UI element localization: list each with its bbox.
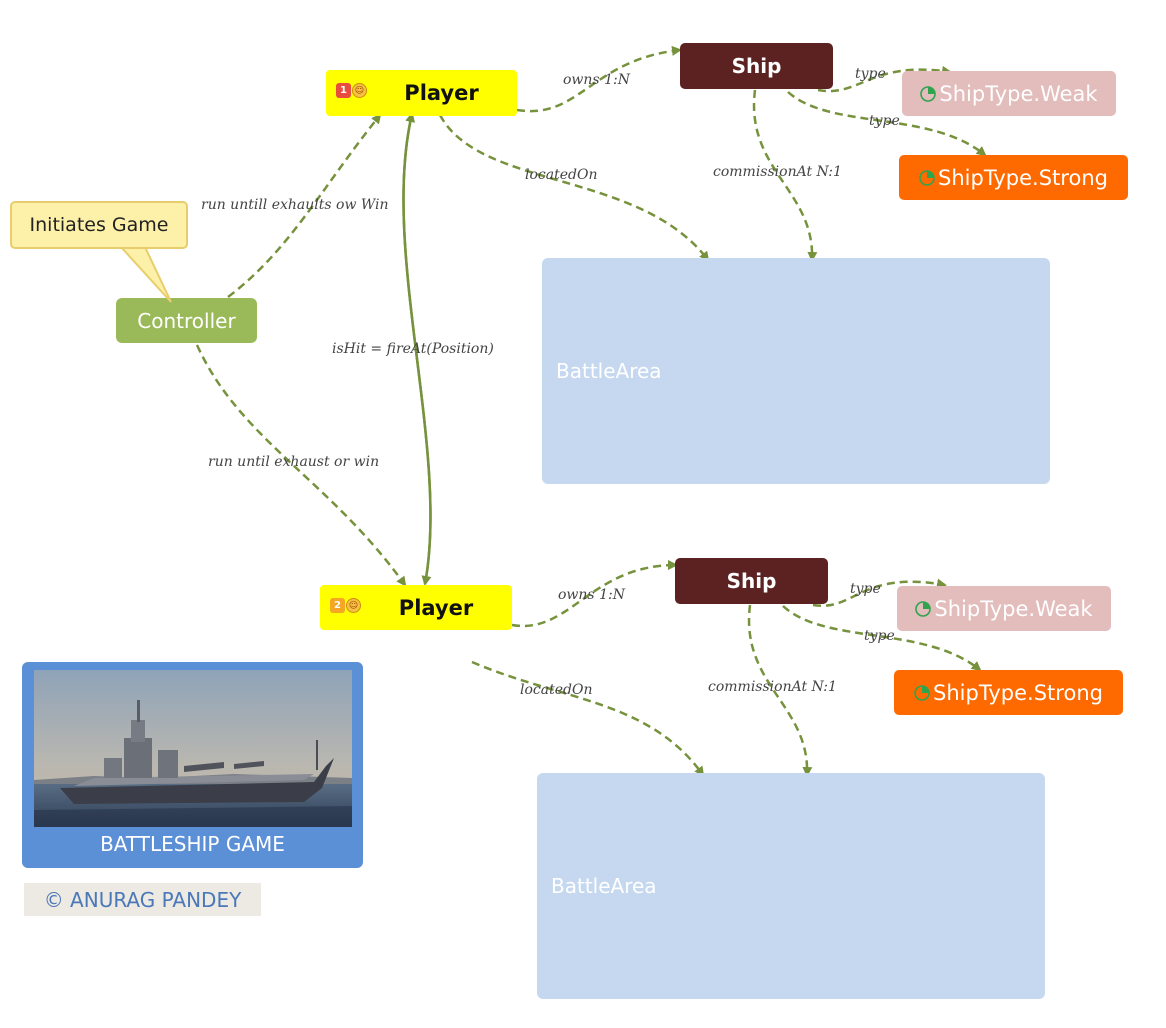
edge-label-type-1a: type: [855, 66, 886, 82]
edge-label-owns-1: owns 1:N: [563, 72, 630, 88]
ship-2-label: Ship: [726, 569, 777, 593]
edge-ship2-area-commission: [747, 604, 813, 777]
copyright-label: © ANURAG PANDEY: [24, 883, 261, 916]
pie-progress-icon: [914, 684, 930, 701]
battle-area-1-label: BattleArea: [556, 359, 662, 383]
edge-ship2-strong-type: [782, 605, 982, 672]
shiptype-weak-2-node[interactable]: ShipType.Weak: [897, 586, 1111, 631]
shiptype-strong-1-node[interactable]: ShipType.Strong: [899, 155, 1128, 200]
edge-label-type-2a: type: [850, 581, 881, 597]
battle-area-2[interactable]: BattleArea: [537, 773, 1045, 999]
player-2-number-badge: 2: [330, 598, 345, 613]
edge-ship1-area-commission: [752, 89, 818, 262]
edge-label-run-exhaust: run until exhaust or win: [208, 454, 380, 470]
player-2-node[interactable]: 2 ☺ Player: [320, 585, 512, 630]
ship-1-node[interactable]: Ship: [680, 43, 833, 89]
edge-label-owns-2: owns 1:N: [558, 587, 625, 603]
shiptype-weak-2-label: ShipType.Weak: [934, 596, 1093, 621]
shiptype-strong-1-label: ShipType.Strong: [938, 165, 1108, 190]
edge-label-located-1: locatedOn: [525, 167, 598, 183]
pie-progress-icon: [920, 85, 937, 102]
edge-player2-ship2-owns: [511, 560, 678, 628]
battleship-photo: [34, 670, 352, 827]
controller-label: Controller: [137, 308, 236, 333]
edge-ship1-weak-type: [817, 65, 952, 93]
player-2-label: Player: [398, 595, 474, 620]
edge-ship1-strong-type: [787, 91, 987, 157]
player-2-avatar-icon: ☺: [346, 598, 361, 613]
battleship-caption: BATTLESHIP GAME: [100, 832, 285, 856]
shiptype-strong-2-node[interactable]: ShipType.Strong: [894, 670, 1123, 715]
edge-controller-player1: [227, 113, 382, 298]
shiptype-strong-2-label: ShipType.Strong: [933, 680, 1103, 705]
player-2-badges: 2 ☺: [330, 598, 361, 613]
pie-progress-icon: [919, 169, 935, 186]
edge-player1-ship1-owns: [516, 45, 682, 113]
initiates-game-callout: Initiates Game: [10, 201, 188, 249]
edge-player2-area-located: [471, 660, 705, 777]
player-1-number-badge: 1: [336, 83, 351, 98]
player-1-badges: 1 ☺: [336, 83, 367, 98]
player-1-node[interactable]: 1 ☺ Player: [326, 70, 517, 116]
edge-label-run-win: run untill exhaults ow Win: [201, 197, 389, 213]
battle-area-1[interactable]: BattleArea: [542, 258, 1050, 484]
pie-progress-icon: [915, 600, 932, 617]
battle-area-2-label: BattleArea: [551, 874, 657, 898]
edge-label-fire-at: isHit = fireAt(Position): [332, 341, 494, 357]
callout-text: Initiates Game: [29, 214, 169, 236]
shiptype-weak-1-label: ShipType.Weak: [939, 81, 1098, 106]
controller-node[interactable]: Controller: [116, 298, 257, 343]
edge-controller-player2: [195, 344, 407, 587]
edge-label-type-1b: type: [869, 113, 900, 129]
edge-ship2-weak-type: [812, 578, 947, 608]
edge-player1-area-located: [438, 114, 710, 262]
callout-pointer: [118, 246, 172, 303]
edge-label-located-2: locatedOn: [520, 682, 593, 698]
edge-label-type-2b: type: [864, 628, 895, 644]
edge-label-commission-1: commissionAt N:1: [713, 164, 842, 180]
edge-label-commission-2: commissionAt N:1: [708, 679, 837, 695]
player-1-label: Player: [404, 81, 479, 105]
ship-1-label: Ship: [731, 54, 782, 78]
battleship-card: BATTLESHIP GAME: [22, 662, 363, 868]
shiptype-weak-1-node[interactable]: ShipType.Weak: [902, 71, 1116, 116]
ship-2-node[interactable]: Ship: [675, 558, 828, 604]
player-1-avatar-icon: ☺: [352, 83, 367, 98]
edge-player2-player1-fire: [402, 112, 432, 585]
